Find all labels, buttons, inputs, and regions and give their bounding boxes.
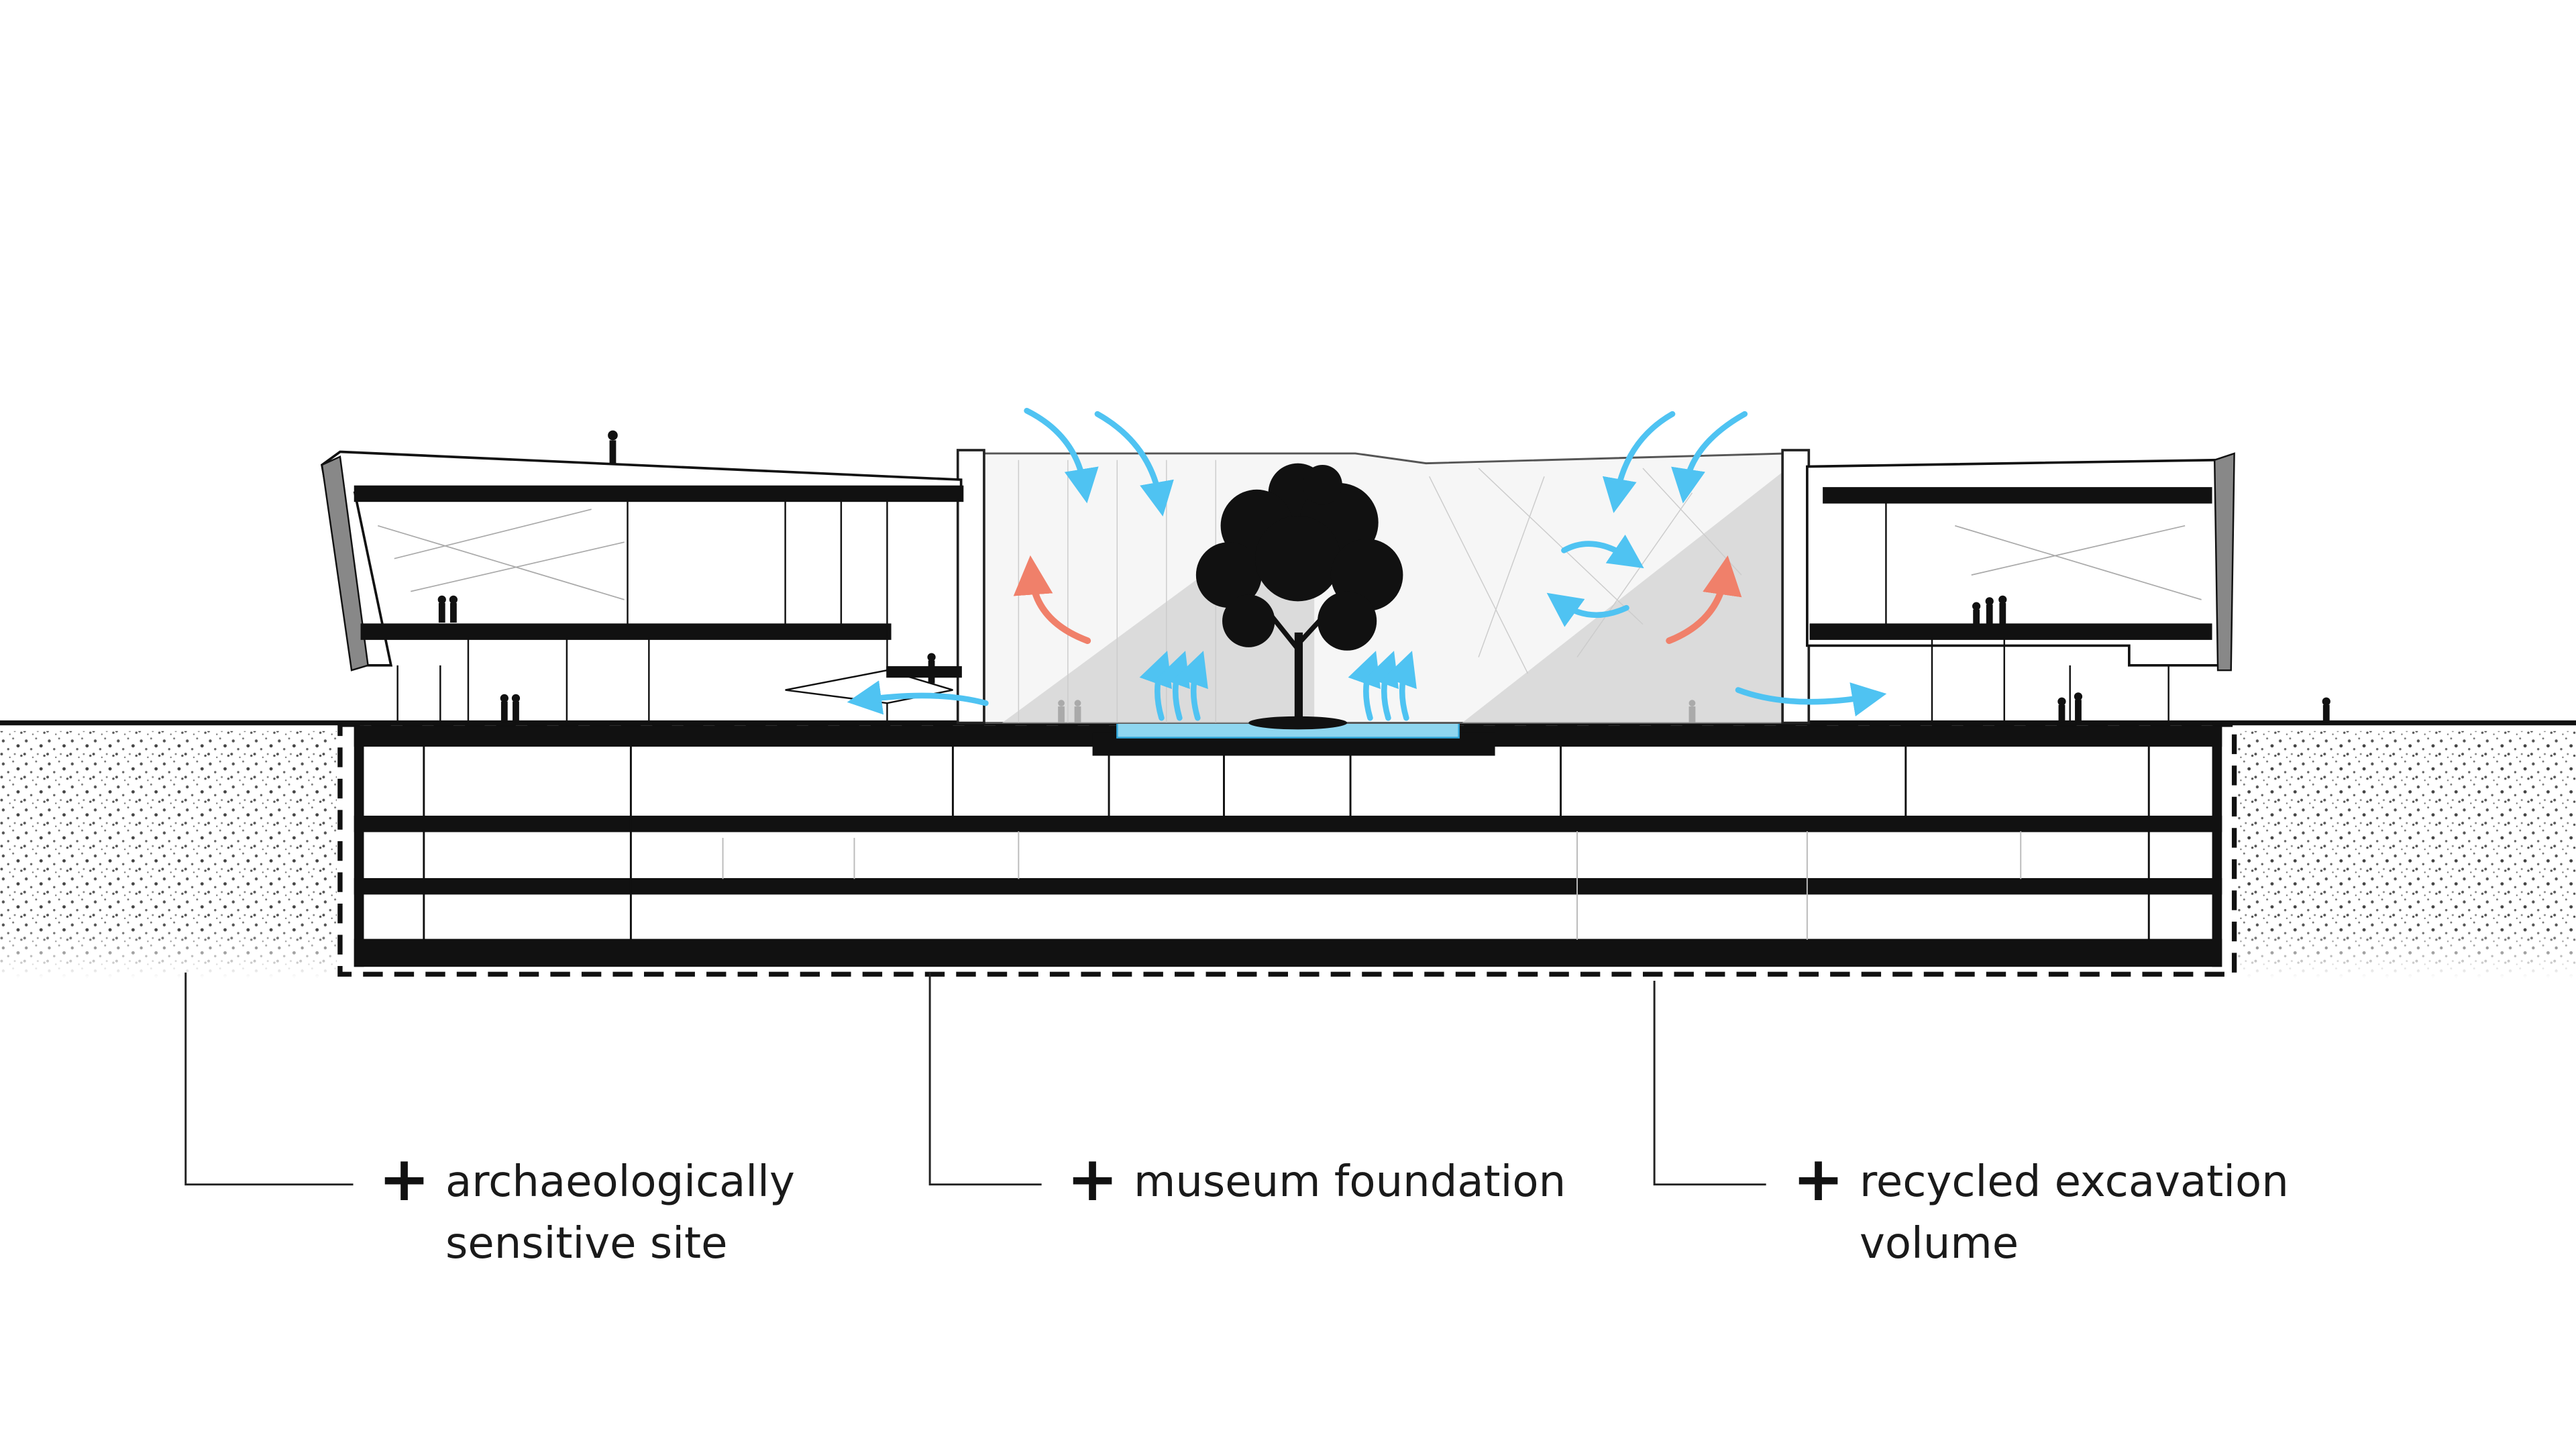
soil-hatch <box>0 731 2576 978</box>
callout-line: recycled excavation <box>1860 1157 2289 1207</box>
callout-archaeological-site: + archaeologically sensitive site <box>378 1148 795 1275</box>
callout-line: museum foundation <box>1134 1157 1566 1207</box>
plus-icon: + <box>1792 1143 1845 1215</box>
cool-air-arrow-icon <box>847 407 1887 721</box>
callout-recycled-excavation: + recycled excavation volume <box>1792 1148 2289 1275</box>
callout-museum-foundation: + museum foundation <box>1067 1148 1566 1213</box>
plus-icon: + <box>1067 1143 1119 1215</box>
tree-icon <box>1195 463 1403 730</box>
excavation-outline <box>337 722 2237 977</box>
water-basin <box>1092 722 1495 756</box>
callout-line: archaeologically <box>445 1157 795 1207</box>
callout-line: sensitive site <box>445 1219 728 1269</box>
left-wing <box>320 450 964 723</box>
museum-foundation <box>354 725 2222 967</box>
plus-icon: + <box>378 1143 431 1215</box>
person-icon-light <box>1058 700 1696 723</box>
right-wing <box>1806 452 2235 723</box>
callout-line: volume <box>1860 1219 2019 1269</box>
warm-air-arrow-icon <box>1013 555 1742 644</box>
leader-lines <box>184 972 1766 1186</box>
person-icon <box>437 430 2330 723</box>
